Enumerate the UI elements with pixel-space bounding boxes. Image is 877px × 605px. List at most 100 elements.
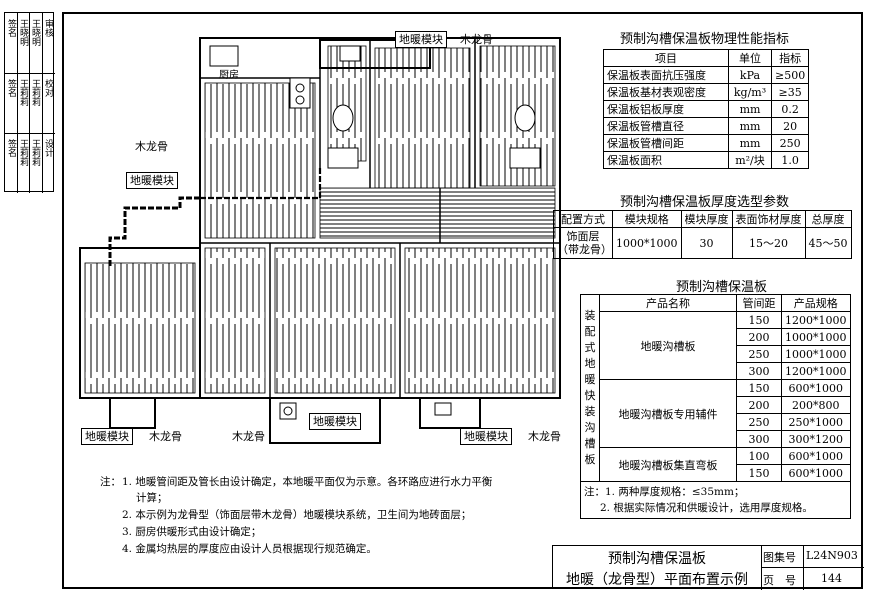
product-name: 地暖沟槽板专用辅件 <box>599 379 737 448</box>
table-note: 注：1. 两种厚度规格：≤35mm； 2. 根据实际情况和供暖设计，选用厚度规格… <box>580 481 851 519</box>
table-cell: 600*1000 <box>781 447 851 465</box>
header-cell: 配置方式 <box>553 210 613 228</box>
header-cell: 模块厚度 <box>680 210 733 228</box>
table-header-row: 配置方式 模块规格 模块厚度 表面饰材厚度 总厚度 <box>553 210 852 228</box>
table-cell: 250 <box>770 134 810 152</box>
page-number: 144 <box>821 572 842 585</box>
table-cell: 保温板管槽直径 <box>603 117 729 135</box>
table-cell: 保温板面积 <box>603 151 729 169</box>
table-cell: mm <box>728 117 772 135</box>
table-cell: 150 <box>736 464 782 482</box>
table-cell: 饰面层（带龙骨） <box>553 227 613 259</box>
table-row: 饰面层（带龙骨） 1000*1000 30 15～20 45～50 <box>553 227 852 259</box>
table-cell: 600*1000 <box>781 464 851 482</box>
table-cell: 1200*1000 <box>781 311 851 329</box>
table-cell: 1000*1000 <box>781 345 851 363</box>
floor-module-label: 地暖模块 <box>309 413 361 430</box>
strip-role: 校对 <box>43 79 53 97</box>
title-block: 预制沟槽保温板 地暖（龙骨型）平面布置示例 图集号 L24N903 页 号 14… <box>552 545 864 590</box>
header-cell: 指标 <box>770 49 810 67</box>
table-cell: 1.0 <box>770 151 810 169</box>
title-line2: 地暖（龙骨型）平面布置示例 <box>566 572 748 588</box>
floor-module-label: 地暖模块 <box>395 31 447 48</box>
table-cell: m²/块 <box>728 151 772 169</box>
strip-name: 王莉莉 <box>30 79 40 106</box>
wood-keel-label: 木龙骨 <box>528 430 561 443</box>
table-cell: kg/m³ <box>728 83 772 101</box>
table-cell: 150 <box>736 379 782 397</box>
title-line1: 预制沟槽保温板 <box>608 551 706 567</box>
note-line: 1. 地暖管间距及管长由设计确定，本地暖平面仅为示意。各环路应进行水力平衡 <box>122 476 493 488</box>
floor-plan <box>79 37 561 444</box>
table-cell: kPa <box>728 66 772 84</box>
notes-prefix: 注： <box>100 476 121 488</box>
table-note-line: 注：1. 两种厚度规格：≤35mm； <box>584 486 745 498</box>
strip-name: 王莉莉 <box>30 139 40 166</box>
table-cell: 150 <box>736 311 782 329</box>
strip-label: 签名 <box>6 139 16 157</box>
note-line: 3. 厨房供暖形式由设计确定； <box>122 526 262 538</box>
table3-title: 预制沟槽保温板 <box>676 280 768 295</box>
table-header-row: 项目 单位 指标 <box>603 49 810 67</box>
table-notes-row: 注：1. 两种厚度规格：≤35mm； 2. 根据实际情况和供暖设计，选用厚度规格… <box>580 481 851 519</box>
signature-strip: 签名 王晓明 王晓明 审核 签名 王莉莉 王莉莉 校对 签名 王莉莉 王莉莉 设… <box>4 12 55 193</box>
table-header-row: 装配式地暖快装沟槽板 产品名称 管间距 产品规格 <box>580 294 851 482</box>
table-cell: 1200*1000 <box>781 362 851 380</box>
side-label: 装配式地暖快装沟槽板 <box>580 294 600 482</box>
kitchen-label: 厨房 <box>219 70 239 81</box>
product-name: 地暖沟槽板 <box>599 311 737 380</box>
table-cell: 300 <box>736 362 782 380</box>
floor-module-label: 地暖模块 <box>460 428 512 445</box>
header-cell: 总厚度 <box>804 210 852 228</box>
note-line: 2. 本示例为龙骨型（饰面层带木龙骨）地暖模块系统，卫生间为地砖面层； <box>122 509 472 521</box>
table-cell: 250 <box>736 413 782 431</box>
header-cell: 项目 <box>603 49 729 67</box>
note-line: 计算； <box>136 492 168 504</box>
table-cell: 200 <box>736 328 782 346</box>
floor-module-label: 地暖模块 <box>81 428 133 445</box>
table-cell: 200 <box>736 396 782 414</box>
table-cell: 100 <box>736 447 782 465</box>
wood-keel-label: 木龙骨 <box>149 430 182 443</box>
table-cell: mm <box>728 134 772 152</box>
thickness-table: 配置方式 模块规格 模块厚度 表面饰材厚度 总厚度 饰面层（带龙骨） 1000*… <box>553 210 852 259</box>
page-label: 页 号 <box>763 574 796 587</box>
strip-label: 签名 <box>6 19 16 37</box>
table1-title: 预制沟槽保温板物理性能指标 <box>620 32 790 47</box>
strip-role: 设计 <box>43 139 53 157</box>
atlas-number: L24N903 <box>806 549 858 562</box>
table-cell: 250*1000 <box>781 413 851 431</box>
strip-name: 王晓明 <box>18 19 28 46</box>
header-cell: 管间距 <box>736 294 782 312</box>
drawing-frame <box>62 12 863 589</box>
table-cell: 45～50 <box>804 227 852 259</box>
note-line: 4. 金属均热层的厚度应由设计人员根据现行规范确定。 <box>122 543 377 555</box>
strip-label: 签名 <box>6 79 16 97</box>
table-cell: 保温板表面抗压强度 <box>603 66 729 84</box>
table-cell: 保温板铝板厚度 <box>603 100 729 118</box>
table-cell: 15～20 <box>731 227 806 259</box>
header-cell: 表面饰材厚度 <box>731 210 806 228</box>
header-cell: 模块规格 <box>612 210 682 228</box>
table-cell: mm <box>728 100 772 118</box>
table-cell: 30 <box>680 227 733 259</box>
strip-role: 审核 <box>43 19 53 37</box>
wood-keel-label: 木龙骨 <box>460 33 493 46</box>
product-name: 地暖沟槽板集直弯板 <box>599 447 737 482</box>
table-cell: 1000*1000 <box>781 328 851 346</box>
table2-title: 预制沟槽保温板厚度选型参数 <box>620 195 790 210</box>
table-cell: 保温板管槽间距 <box>603 134 729 152</box>
table-cell: 200*800 <box>781 396 851 414</box>
